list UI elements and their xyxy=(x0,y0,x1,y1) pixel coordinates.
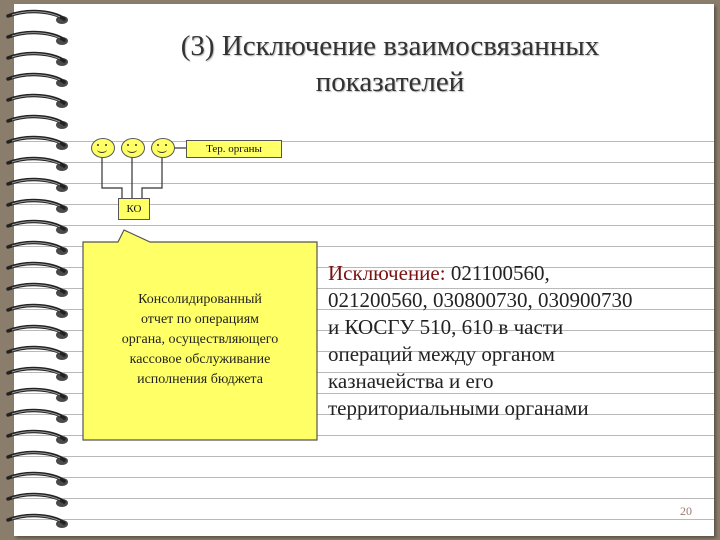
binding-ring-highlight xyxy=(11,305,61,312)
binding-ring-highlight xyxy=(11,410,61,417)
binding-ring-highlight xyxy=(11,32,61,39)
binding-ring-highlight xyxy=(11,137,61,144)
binding-ring-highlight xyxy=(11,473,61,480)
exception-first-codes: 021100560, xyxy=(445,261,550,285)
callout-line: исполнения бюджета xyxy=(137,372,263,387)
binding-ring-highlight xyxy=(11,263,61,270)
binding-ring-highlight xyxy=(11,326,61,333)
binding-ring-highlight xyxy=(11,347,61,354)
binding-ring-highlight xyxy=(11,116,61,123)
notebook-page xyxy=(14,4,714,536)
slide-title-line2: показателей xyxy=(315,66,465,98)
binding-ring-highlight xyxy=(11,389,61,396)
callout-line: кассовое обслуживание xyxy=(129,352,271,367)
exception-lead: Исключение: xyxy=(328,261,446,285)
slide-title: (3) Исключение взаимосвязанных показател… xyxy=(150,28,630,100)
binding-ring-highlight xyxy=(11,221,61,228)
callout-text: Консолидированный отчет по операциям орг… xyxy=(88,290,312,390)
binding-ring-highlight xyxy=(11,242,61,249)
binding-ring-highlight xyxy=(11,431,61,438)
ko-box: КО xyxy=(118,198,150,220)
exception-line: операций между органом xyxy=(328,342,555,366)
exception-text: Исключение: 021100560, 021200560, 030800… xyxy=(328,260,688,422)
binding-ring-highlight xyxy=(11,11,61,18)
exception-line: Исключение: 021100560, xyxy=(328,260,688,287)
smiley-face-icon xyxy=(151,138,175,158)
binding-ring-highlight xyxy=(11,200,61,207)
exception-line: и КОСГУ 510, 610 в части xyxy=(328,315,564,339)
spiral-binding xyxy=(6,9,68,528)
page-header-area xyxy=(14,4,714,121)
binding-ring-highlight xyxy=(11,53,61,60)
binding-ring-highlight xyxy=(11,368,61,375)
binding-ring-highlight xyxy=(11,74,61,81)
binding-ring-highlight xyxy=(11,284,61,291)
binding-ring-highlight xyxy=(11,179,61,186)
binding-ring-highlight xyxy=(11,95,61,102)
binding-ring-highlight xyxy=(11,452,61,459)
callout-line: органа, осуществляющего xyxy=(121,332,279,347)
binding-ring-highlight xyxy=(11,494,61,501)
binding-ring-highlight xyxy=(11,158,61,165)
callout-line: отчет по операциям xyxy=(140,312,259,327)
callout-line: Консолидированный xyxy=(138,292,262,307)
page-number: 20 xyxy=(680,504,692,518)
callout-box xyxy=(82,229,318,441)
binding-ring-highlight xyxy=(11,515,61,522)
exception-line: 021200560, 030800730, 030900730 xyxy=(328,288,633,312)
ter-organs-box: Тер. органы xyxy=(186,140,282,158)
smiley-face-icon xyxy=(121,138,145,158)
smiley-face-icon xyxy=(91,138,115,158)
exception-line: территориальными органами xyxy=(328,396,589,420)
slide-title-line1: (3) Исключение взаимосвязанных xyxy=(180,30,600,62)
exception-line: казначейства и его xyxy=(328,369,494,393)
